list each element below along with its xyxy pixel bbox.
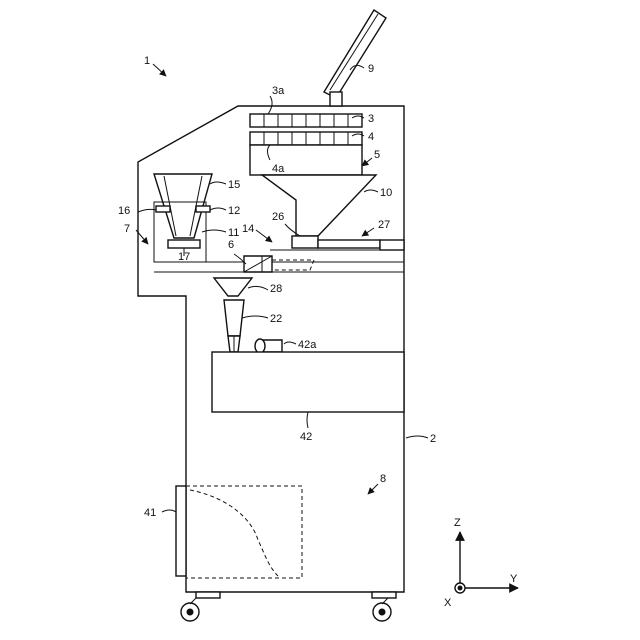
row-4-cassettes — [250, 132, 362, 145]
caster-right — [372, 592, 396, 621]
row-3-cassettes — [250, 114, 362, 127]
label-27: 27 — [378, 219, 390, 231]
display-stand — [330, 92, 342, 106]
axis-z-label: Z — [454, 517, 461, 529]
clamp-16 — [156, 206, 170, 212]
label-1: 1 — [144, 55, 150, 67]
label-4: 4 — [368, 131, 374, 143]
label-26: 26 — [272, 211, 284, 223]
label-6: 6 — [228, 239, 234, 251]
drawer-41-dashed — [186, 486, 302, 578]
plate-17 — [168, 240, 200, 248]
label-41: 41 — [144, 507, 156, 519]
label-10: 10 — [380, 187, 392, 199]
label-22: 22 — [270, 313, 282, 325]
label-4a: 4a — [272, 163, 285, 175]
label-7: 7 — [124, 223, 130, 235]
label-16: 16 — [118, 205, 130, 217]
unit-5-box — [250, 145, 362, 175]
axis-y-label: Y — [510, 573, 518, 585]
label-3: 3 — [368, 113, 374, 125]
label-11: 11 — [228, 227, 239, 239]
label-17: 17 — [178, 251, 190, 263]
axis-indicator — [455, 532, 518, 593]
caster-left — [181, 592, 220, 621]
conveyor-27-end — [380, 240, 404, 250]
label-15: 15 — [228, 179, 240, 191]
label-8: 8 — [380, 473, 386, 485]
label-42: 42 — [300, 431, 312, 443]
conveyor-27 — [318, 240, 380, 248]
label-2: 2 — [430, 433, 436, 445]
nozzle-22 — [224, 300, 244, 336]
axis-x-label: X — [444, 597, 452, 609]
printer-42 — [212, 352, 404, 412]
outlet-26 — [292, 236, 318, 248]
label-9: 9 — [368, 63, 374, 75]
funnel-28 — [214, 278, 252, 296]
drawer-41-handle — [176, 486, 186, 576]
label-3a: 3a — [272, 85, 285, 97]
label-12: 12 — [228, 205, 240, 217]
label-42a: 42a — [298, 339, 317, 351]
label-5: 5 — [374, 149, 380, 161]
clamp-12 — [196, 206, 210, 212]
hopper-10 — [262, 175, 376, 236]
label-28: 28 — [270, 283, 282, 295]
label-14: 14 — [242, 223, 254, 235]
